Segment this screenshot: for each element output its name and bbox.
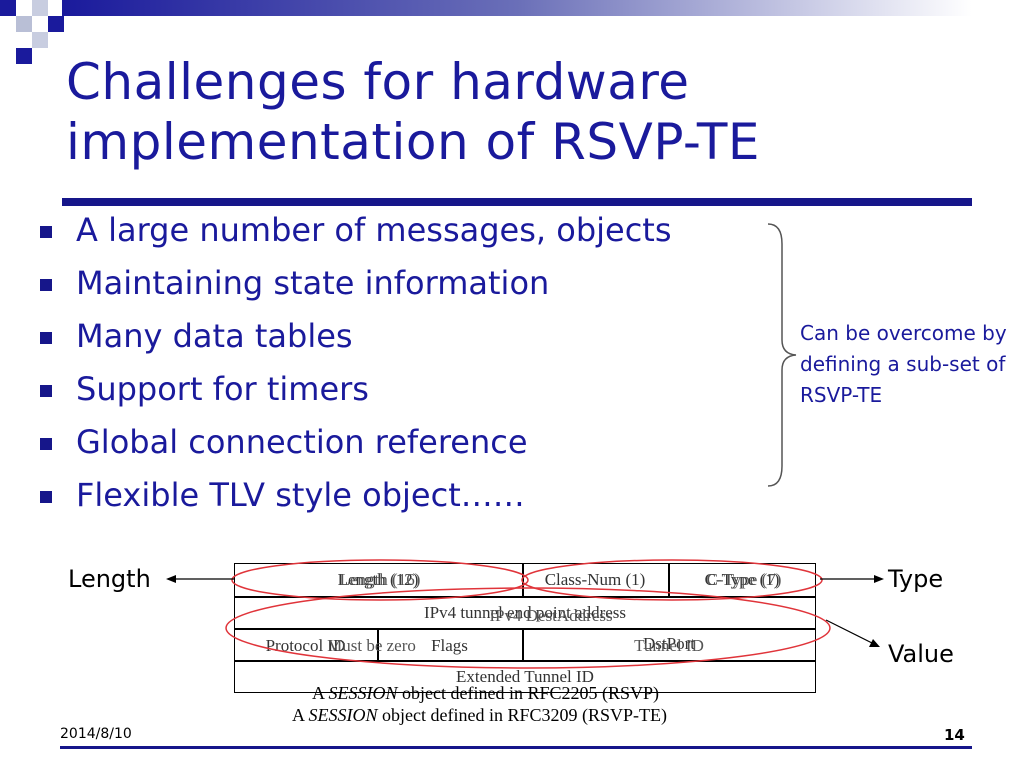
type-oval bbox=[521, 559, 823, 601]
type-label: Type bbox=[888, 565, 944, 593]
bullet-square-icon bbox=[40, 279, 52, 291]
bullet-square-icon bbox=[40, 385, 52, 397]
dest-address-cell: IPv4 DestAddress bbox=[489, 606, 613, 625]
col-divider bbox=[522, 628, 524, 660]
row-divider bbox=[234, 628, 816, 630]
caption-rfc2205: A SESSION object defined in RFC2205 (RSV… bbox=[312, 683, 660, 703]
length-arrowhead bbox=[166, 575, 176, 583]
bullet-item: Flexible TLV style object…… bbox=[40, 475, 672, 528]
bullet-item: Maintaining state information bbox=[40, 263, 672, 316]
brace-note: Can be overcome by defining a sub-set of… bbox=[800, 321, 1007, 407]
header-gradient-bar bbox=[62, 0, 972, 16]
bullet-item: Many data tables bbox=[40, 316, 672, 369]
row-divider bbox=[234, 596, 816, 598]
tunnel-end-address-cell: IPv4 tunnel end point address bbox=[423, 603, 627, 622]
length-label: Length bbox=[68, 565, 151, 593]
page-number: 14 bbox=[944, 726, 965, 744]
value-arrow bbox=[825, 619, 877, 646]
length-oval bbox=[231, 559, 529, 601]
bullet-square-icon bbox=[40, 332, 52, 344]
ctype-cell-a: C-Type (1) bbox=[704, 570, 780, 589]
length-cell-b: Length (16) bbox=[339, 570, 421, 589]
bullet-square-icon bbox=[40, 491, 52, 503]
footer-date: 2014/8/10 bbox=[60, 726, 132, 742]
value-arrowhead bbox=[869, 639, 880, 647]
ctype-cell-b: C-Type (7) bbox=[706, 570, 782, 589]
class-num-cell: Class-Num (1) bbox=[544, 570, 646, 589]
protocol-id-cell: Protocol ID bbox=[265, 636, 346, 655]
col-divider bbox=[377, 628, 379, 660]
bullet-square-icon bbox=[40, 438, 52, 450]
right-brace bbox=[767, 223, 797, 487]
caption-rfc3209: A SESSION object defined in RFC3209 (RSV… bbox=[292, 705, 667, 725]
row-divider bbox=[234, 660, 816, 662]
title-line-2: implementation of RSVP-TE bbox=[66, 113, 760, 171]
must-be-zero-cell: Must be zero bbox=[327, 636, 416, 655]
bullet-square-icon bbox=[40, 226, 52, 238]
dst-port-cell: DstPort bbox=[643, 634, 695, 653]
bullet-item: Global connection reference bbox=[40, 422, 672, 475]
tunnel-id-cell: Tunnel ID bbox=[634, 636, 704, 655]
bullet-item: A large number of messages, objects bbox=[40, 210, 672, 263]
extended-tunnel-id-cell: Extended Tunnel ID bbox=[456, 667, 594, 686]
value-oval bbox=[225, 587, 831, 669]
col-divider bbox=[668, 563, 670, 596]
type-arrowhead bbox=[874, 575, 884, 583]
footer-rule bbox=[60, 746, 972, 749]
title-rule bbox=[62, 198, 972, 206]
value-label: Value bbox=[888, 640, 954, 668]
title-line-1: Challenges for hardware bbox=[66, 53, 690, 111]
length-cell-a: Length (12) bbox=[337, 570, 419, 589]
flags-cell: Flags bbox=[431, 636, 468, 655]
bullet-list: A large number of messages, objects Main… bbox=[40, 210, 672, 528]
bullet-item: Support for timers bbox=[40, 369, 672, 422]
slide-title: Challenges for hardware implementation o… bbox=[66, 52, 966, 172]
